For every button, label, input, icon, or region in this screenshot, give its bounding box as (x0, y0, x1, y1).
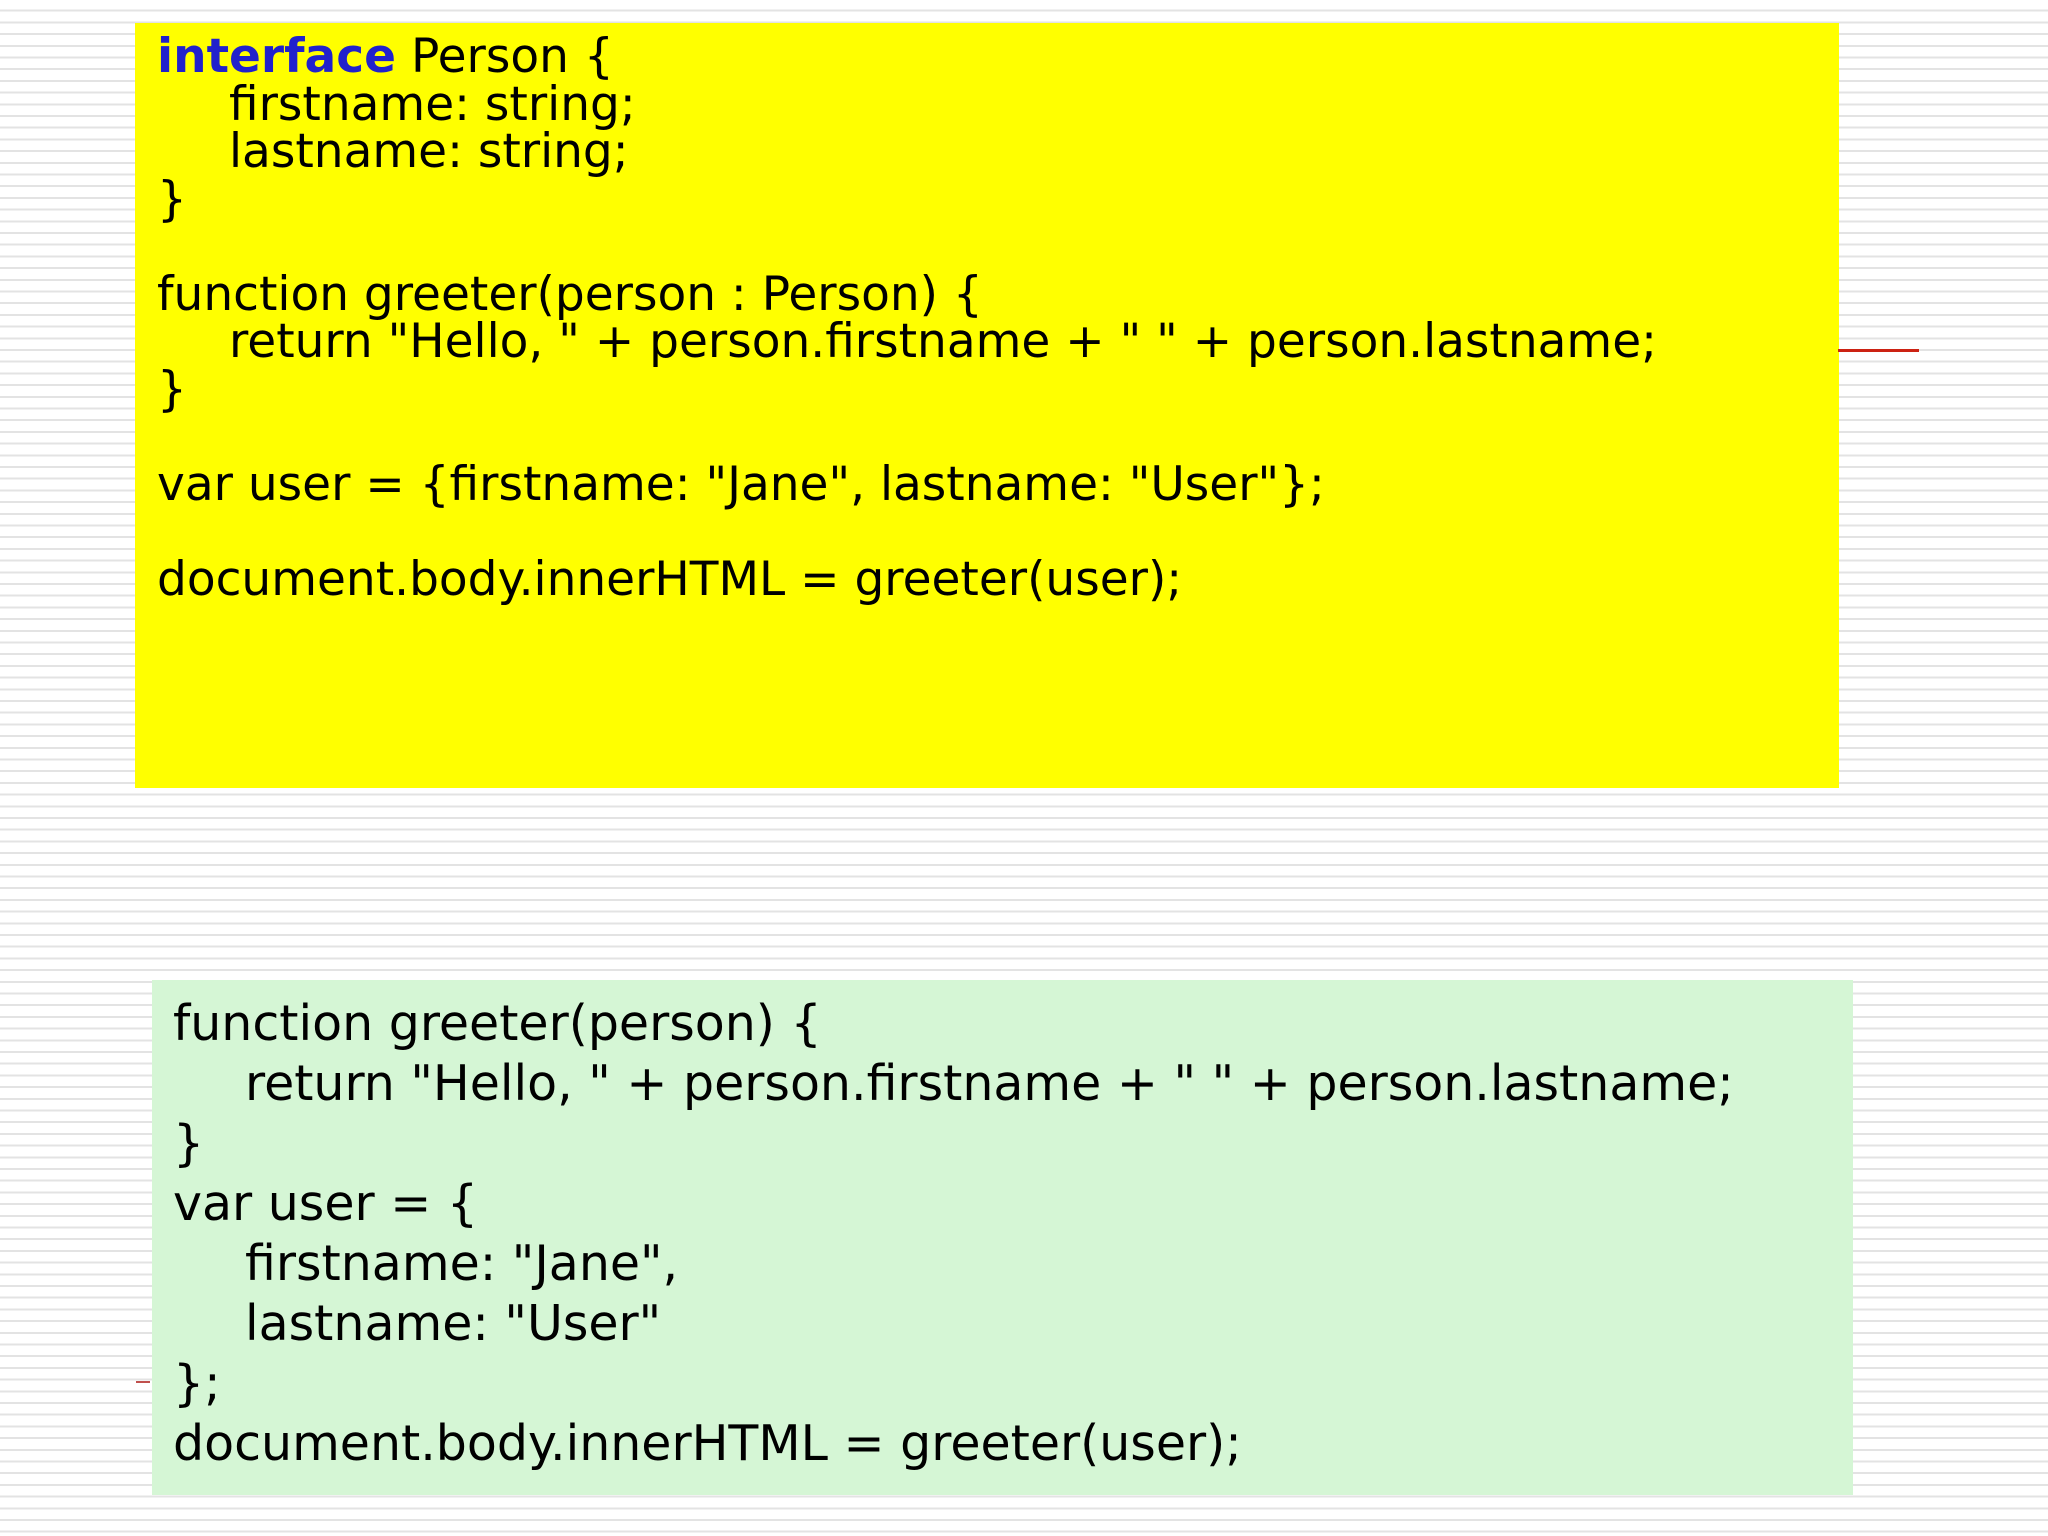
code-line: } (157, 171, 187, 227)
code-line: function greeter(person : Person) { (157, 266, 983, 322)
typescript-code-lines: firstname: string;lastname: string;} fun… (157, 76, 1829, 607)
code-line: interface Person { (157, 33, 1829, 81)
code-line: lastname: "User" (245, 1295, 662, 1352)
code-line: function greeter(person) { (173, 995, 822, 1052)
code-line: firstname: "Jane", (245, 1235, 679, 1292)
code-line: lastname: string; (229, 124, 629, 179)
code-line (157, 223, 1829, 271)
red-underline-mark (1838, 349, 1919, 352)
interface-declaration-rest: Person { (396, 29, 614, 84)
code-line: var user = {firstname: "Jane", lastname:… (157, 456, 1325, 512)
typescript-code-block: interface Person { firstname: string;las… (135, 23, 1839, 788)
code-line: var user = { (173, 1175, 479, 1232)
code-line: return "Hello, " + person.firstname + " … (245, 1055, 1734, 1112)
interface-keyword: interface (157, 29, 396, 84)
javascript-code-block: function greeter(person) {return "Hello,… (152, 980, 1853, 1495)
code-line: return "Hello, " + person.firstname + " … (229, 314, 1657, 369)
code-line: firstname: string; (229, 76, 636, 132)
red-dash-mark (136, 1381, 150, 1383)
code-line: document.body.innerHTML = greeter(user); (157, 551, 1183, 607)
code-line (157, 413, 1829, 461)
code-line: document.body.innerHTML = greeter(user); (173, 1415, 1242, 1472)
javascript-code-lines: function greeter(person) {return "Hello,… (173, 994, 1843, 1474)
code-line (157, 508, 1829, 556)
code-line: } (173, 1115, 205, 1172)
code-line: } (157, 361, 187, 417)
code-line: }; (173, 1355, 221, 1412)
